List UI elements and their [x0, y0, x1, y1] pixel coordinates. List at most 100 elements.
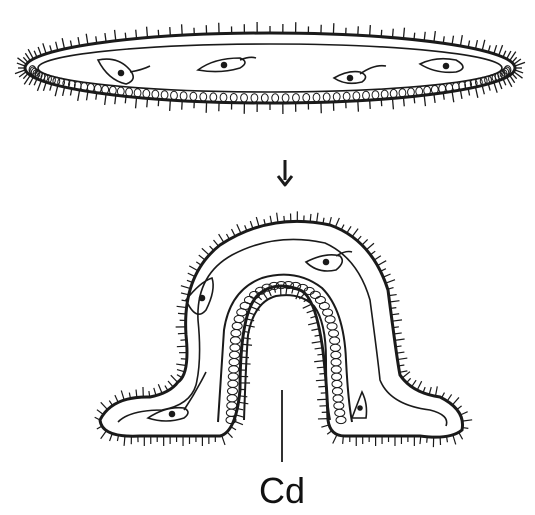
cilium — [370, 25, 371, 36]
epithelial-cell — [126, 88, 133, 96]
cilium — [37, 81, 41, 91]
cilium — [390, 301, 400, 302]
epithelial-cell — [336, 416, 346, 423]
cilium — [147, 27, 148, 38]
epithelial-cell — [261, 94, 268, 102]
cilium — [317, 399, 327, 400]
epithelial-cell — [327, 323, 337, 330]
cilium — [358, 101, 359, 112]
cilium — [494, 82, 497, 92]
cilium — [452, 91, 454, 102]
invagination-inner-wall — [244, 295, 330, 420]
epithelial-cell — [230, 344, 240, 351]
mesenchyme-cell — [198, 57, 256, 71]
epithelial-cell — [228, 380, 238, 387]
cilium — [475, 87, 477, 98]
epithelial-cell — [323, 309, 333, 316]
epithelial-cell — [390, 89, 397, 97]
epithelial-cell — [381, 90, 388, 98]
top-mesenchyme-cells — [98, 57, 463, 84]
epithelial-cell — [171, 91, 178, 99]
epithelial-cell — [334, 402, 344, 409]
epithelial-cell — [372, 91, 379, 99]
top-sheet-inner-edge — [38, 44, 502, 92]
cilium — [238, 402, 248, 404]
epithelial-cell — [143, 89, 150, 97]
invaginated-epithelium: Cd — [95, 211, 472, 511]
epithelial-cell — [161, 91, 168, 99]
cilium — [434, 31, 435, 42]
flat-epithelial-sheet — [15, 22, 525, 114]
cilium — [234, 421, 243, 425]
epithelial-cell — [220, 93, 227, 101]
epithelial-cell — [227, 387, 237, 394]
epithelial-cell — [227, 395, 237, 402]
cilium — [499, 45, 503, 55]
epithelial-cell — [232, 322, 242, 329]
epithelial-cell — [331, 366, 341, 373]
epithelial-cell — [332, 388, 342, 395]
cilium — [86, 34, 88, 45]
cilium — [182, 24, 183, 35]
mesenchyme-cell — [334, 66, 386, 84]
cilium — [312, 341, 322, 343]
cd-label: Cd — [259, 470, 305, 511]
cilium — [176, 364, 186, 365]
epithelial-cell — [272, 94, 279, 102]
epithelial-cell — [152, 90, 159, 98]
mesenchyme-cell — [186, 278, 213, 314]
epithelial-cell — [229, 358, 239, 365]
cilium — [397, 358, 407, 359]
epithelial-cell — [241, 94, 248, 102]
epithelial-cell — [180, 92, 187, 100]
cilium — [43, 43, 46, 53]
cilium — [453, 435, 456, 445]
cilium — [124, 436, 125, 446]
mesenchyme-cell — [352, 392, 367, 418]
epithelial-cell — [332, 380, 342, 387]
epithelial-cell — [343, 92, 350, 100]
epithelial-cell — [228, 373, 238, 380]
epithelial-cell — [293, 94, 300, 102]
epithelial-cell — [332, 373, 342, 380]
cilium — [158, 384, 162, 393]
epithelial-cell — [330, 337, 340, 344]
epithelial-cell — [329, 330, 339, 337]
epithelial-cell — [231, 330, 241, 337]
cilium — [78, 90, 80, 101]
epithelial-cell — [190, 92, 197, 100]
epithelial-cell — [310, 291, 320, 298]
epithelial-cell — [330, 344, 340, 351]
cilium — [395, 339, 405, 340]
epithelial-cell — [331, 351, 341, 358]
epithelial-cell — [234, 315, 244, 322]
epithelial-cell — [325, 316, 335, 323]
cilium — [55, 86, 58, 97]
transition-arrow — [278, 160, 292, 185]
epithelial-cell — [210, 93, 217, 101]
cilium — [424, 95, 425, 106]
cilium — [393, 98, 394, 109]
cilium — [308, 322, 318, 324]
epithelial-cell — [323, 93, 330, 101]
cilium — [115, 30, 116, 41]
epithelial-cell — [251, 94, 258, 102]
bottom-sheet-cilia — [95, 211, 472, 447]
bottom-mesenchyme-cells — [148, 252, 367, 422]
epithelial-cell — [408, 88, 415, 96]
epithelial-cell — [331, 359, 341, 366]
epithelial-cell — [230, 93, 237, 101]
cilium — [314, 361, 324, 362]
epithelial-cell — [335, 409, 345, 416]
epithelial-cell — [313, 93, 320, 101]
epithelial-cell — [333, 93, 340, 101]
cilium — [435, 386, 437, 396]
epithelial-cell — [363, 91, 370, 99]
epithelial-cell — [200, 93, 207, 101]
cilium — [403, 28, 404, 39]
epithelial-cell — [282, 94, 289, 102]
cilium — [460, 35, 462, 46]
cilium — [136, 97, 137, 108]
cilium — [482, 40, 485, 51]
